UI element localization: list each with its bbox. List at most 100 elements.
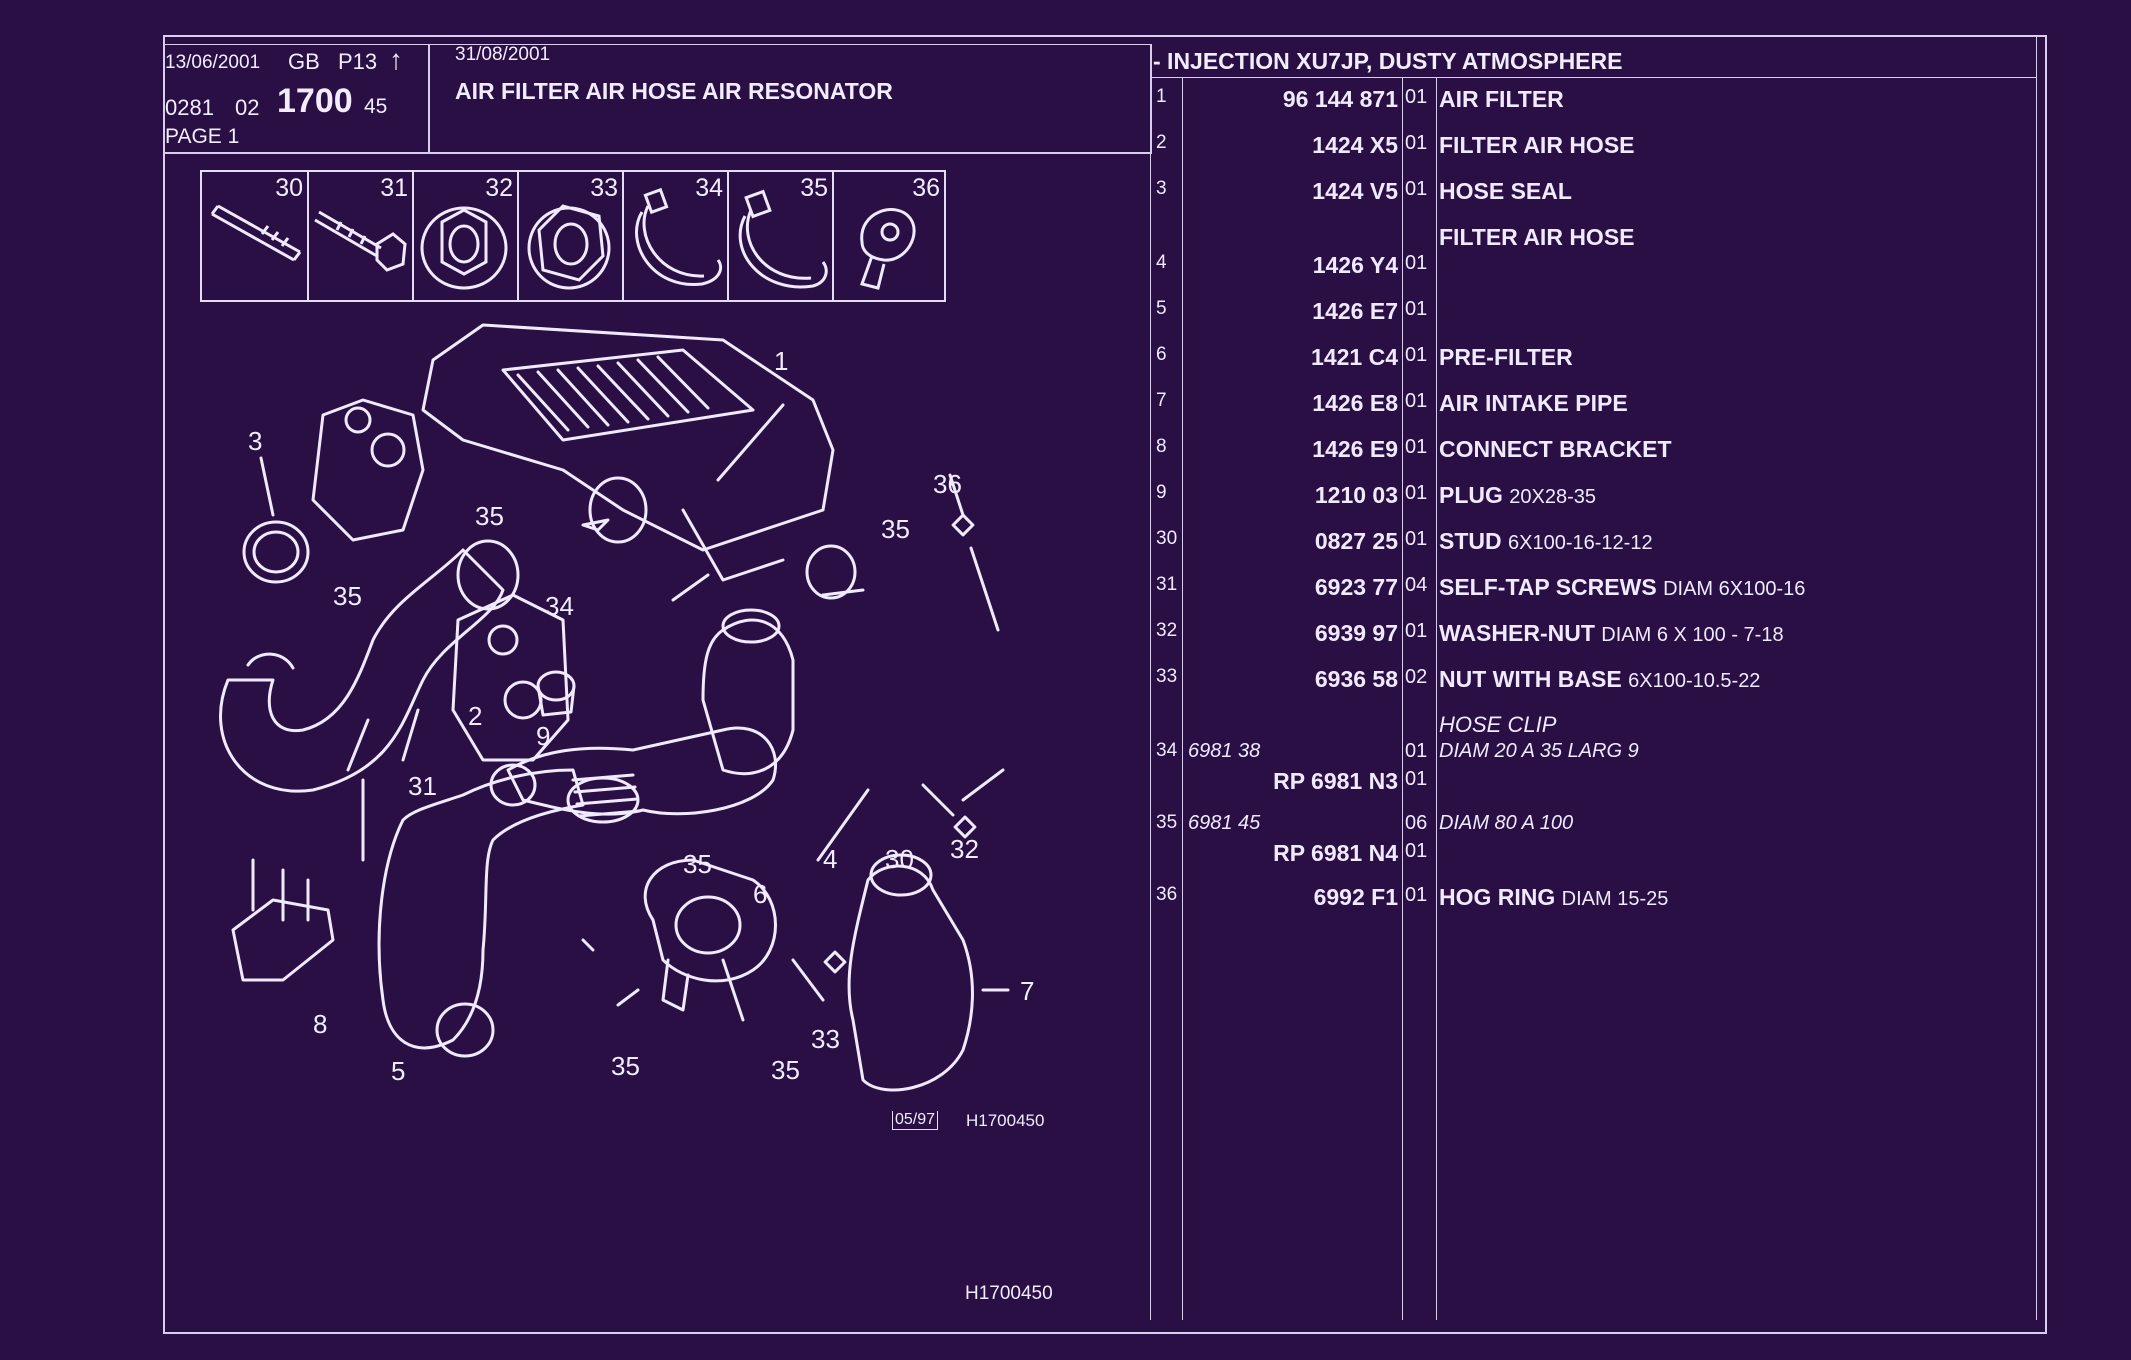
part-qty: 01 bbox=[1405, 344, 1428, 366]
footer-code: H1700450 bbox=[965, 1283, 1053, 1304]
part-desc: HOG RING DIAM 15-25 bbox=[1439, 884, 1669, 910]
table-row: HOSE CLIP bbox=[0, 712, 2131, 752]
row-index: 7 bbox=[1156, 390, 1167, 411]
callout-35: 35 bbox=[771, 1055, 800, 1085]
table-row: 4 1426 Y4 01 bbox=[0, 252, 2131, 292]
callout-4: 4 bbox=[823, 844, 837, 874]
table-row: 7 1426 E8 01 AIR INTAKE PIPE bbox=[0, 390, 2131, 430]
part-desc: AIR FILTER bbox=[1439, 86, 1564, 112]
part-ref: 1426 E7 bbox=[1312, 298, 1398, 324]
connect-bracket bbox=[231, 898, 335, 982]
callout-5: 5 bbox=[391, 1056, 405, 1086]
callout-9: 9 bbox=[536, 721, 550, 751]
part-qty: 01 bbox=[1405, 298, 1428, 320]
table-row: RP 6981 N3 01 bbox=[0, 768, 2131, 808]
page-subtitle: - INJECTION XU7JP, DUSTY ATMOSPHERE bbox=[1153, 48, 1623, 74]
up-arrow-icon: ↑ bbox=[389, 44, 403, 75]
row-index: 3 bbox=[1156, 178, 1167, 199]
fastener-icon-strip: 30 31 32 33 bbox=[200, 170, 946, 302]
table-row: 35 6981 45 06 DIAM 80 A 100 bbox=[0, 812, 2131, 852]
table-row: 32 6939 97 01 WASHER-NUT DIAM 6 X 100 - … bbox=[0, 620, 2131, 660]
icon-number: 31 bbox=[380, 174, 408, 202]
table-row: 34 6981 38 01 DIAM 20 A 35 LARG 9 bbox=[0, 740, 2131, 780]
row-index: 9 bbox=[1156, 482, 1167, 503]
diagram-top-rule bbox=[163, 152, 1150, 153]
part-desc: FILTER AIR HOSE bbox=[1439, 224, 1635, 250]
callout-3: 3 bbox=[248, 426, 262, 456]
icon-number: 36 bbox=[912, 174, 940, 202]
icon-number: 32 bbox=[485, 174, 513, 202]
code-a: 0281 bbox=[165, 95, 214, 120]
row-index: 33 bbox=[1156, 666, 1178, 687]
part-desc: STUD 6X100-16-12-12 bbox=[1439, 528, 1653, 554]
part-ref: RP 6981 N3 bbox=[1273, 768, 1398, 794]
part-desc: WASHER-NUT DIAM 6 X 100 - 7-18 bbox=[1439, 620, 1784, 646]
part-desc: PLUG 20X28-35 bbox=[1439, 482, 1597, 508]
parts-sheet bbox=[163, 35, 2047, 1334]
col-rule-qty-r bbox=[1436, 77, 1437, 1320]
icon-cell: 36 bbox=[832, 172, 944, 300]
row-index: 34 bbox=[1156, 740, 1178, 761]
table-row: 31 6923 77 04 SELF-TAP SCREWS DIAM 6X100… bbox=[0, 574, 2131, 614]
row-index: 31 bbox=[1156, 574, 1178, 595]
part-desc: FILTER AIR HOSE bbox=[1439, 132, 1635, 158]
part-qty: 01 bbox=[1405, 620, 1428, 642]
part-desc: CONNECT BRACKET bbox=[1439, 436, 1672, 462]
col-rule-idx bbox=[1150, 44, 1151, 1320]
part-alt-ref: 6981 38 bbox=[1188, 740, 1261, 762]
part-qty: 01 bbox=[1405, 178, 1428, 200]
hose-seal bbox=[242, 520, 310, 584]
part-ref: 96 144 871 bbox=[1282, 86, 1398, 112]
washer-nut-icon bbox=[420, 206, 508, 290]
table-row: 9 1210 03 01 PLUG 20X28-35 bbox=[0, 482, 2131, 522]
part-desc: SELF-TAP SCREWS DIAM 6X100-16 bbox=[1439, 574, 1806, 600]
part-ref: 1426 Y4 bbox=[1312, 252, 1398, 278]
callout-35: 35 bbox=[611, 1051, 640, 1081]
part-qty: 01 bbox=[1405, 840, 1428, 862]
row-index: 6 bbox=[1156, 344, 1167, 365]
diagram-ref-code: H1700450 bbox=[966, 1111, 1045, 1130]
part-ref: 1421 C4 bbox=[1311, 344, 1398, 370]
callout-8: 8 bbox=[313, 1009, 327, 1039]
table-row: 6 1421 C4 01 PRE-FILTER bbox=[0, 344, 2131, 384]
icon-number: 35 bbox=[800, 174, 828, 202]
part-ref: 0827 25 bbox=[1314, 528, 1398, 554]
part-qty: 01 bbox=[1405, 436, 1428, 458]
icon-cell: 32 bbox=[412, 172, 519, 300]
part-ref: 1426 E9 bbox=[1312, 436, 1398, 462]
callout-6: 6 bbox=[753, 879, 767, 909]
page-label: PAGE 1 bbox=[165, 125, 240, 148]
callout-31: 31 bbox=[408, 771, 437, 801]
table-row: 33 6936 58 02 NUT WITH BASE 6X100-10.5-2… bbox=[0, 666, 2131, 706]
table-row: 3 1424 V5 01 HOSE SEAL bbox=[0, 178, 2131, 218]
part-qty: 01 bbox=[1405, 884, 1428, 906]
callout-30: 30 bbox=[885, 844, 914, 874]
part-desc: AIR INTAKE PIPE bbox=[1439, 390, 1628, 416]
hose-clip-large-icon bbox=[738, 189, 828, 289]
callout-35: 35 bbox=[683, 849, 712, 879]
table-row: RP 6981 N4 01 bbox=[0, 840, 2131, 880]
icon-number: 30 bbox=[275, 174, 303, 202]
header-left-box bbox=[163, 44, 430, 154]
hose-clip-small-icon bbox=[635, 187, 723, 286]
hog-ring-icon bbox=[860, 208, 916, 290]
code-b: 02 bbox=[235, 95, 260, 120]
col-rule-idx-r bbox=[1182, 77, 1183, 1320]
icon-cell: 31 bbox=[307, 172, 414, 300]
callout-36: 36 bbox=[933, 469, 962, 499]
date-right: 31/08/2001 bbox=[455, 44, 551, 65]
part-ref: 1426 E8 bbox=[1312, 390, 1398, 416]
pre-filter bbox=[643, 858, 777, 983]
callout-35: 35 bbox=[333, 581, 362, 611]
part-desc: PRE-FILTER bbox=[1439, 344, 1573, 370]
air-intake-pipe bbox=[847, 864, 974, 1092]
page-title: AIR FILTER AIR HOSE AIR RESONATOR bbox=[455, 78, 893, 104]
throttle-body-2 bbox=[451, 593, 570, 762]
col-rule-desc-r bbox=[2036, 35, 2037, 1320]
exploded-parts-diagram: 1 2 3 4 5 6 7 8 9 30 31 32 33 34 35 35 3… bbox=[219, 323, 1034, 1092]
table-row: 2 1424 X5 01 FILTER AIR HOSE bbox=[0, 132, 2131, 172]
icon-number: 34 bbox=[695, 174, 723, 202]
part-qty: 01 bbox=[1405, 740, 1428, 762]
part-desc: HOSE SEAL bbox=[1439, 178, 1572, 204]
part-qty: 01 bbox=[1405, 390, 1428, 412]
